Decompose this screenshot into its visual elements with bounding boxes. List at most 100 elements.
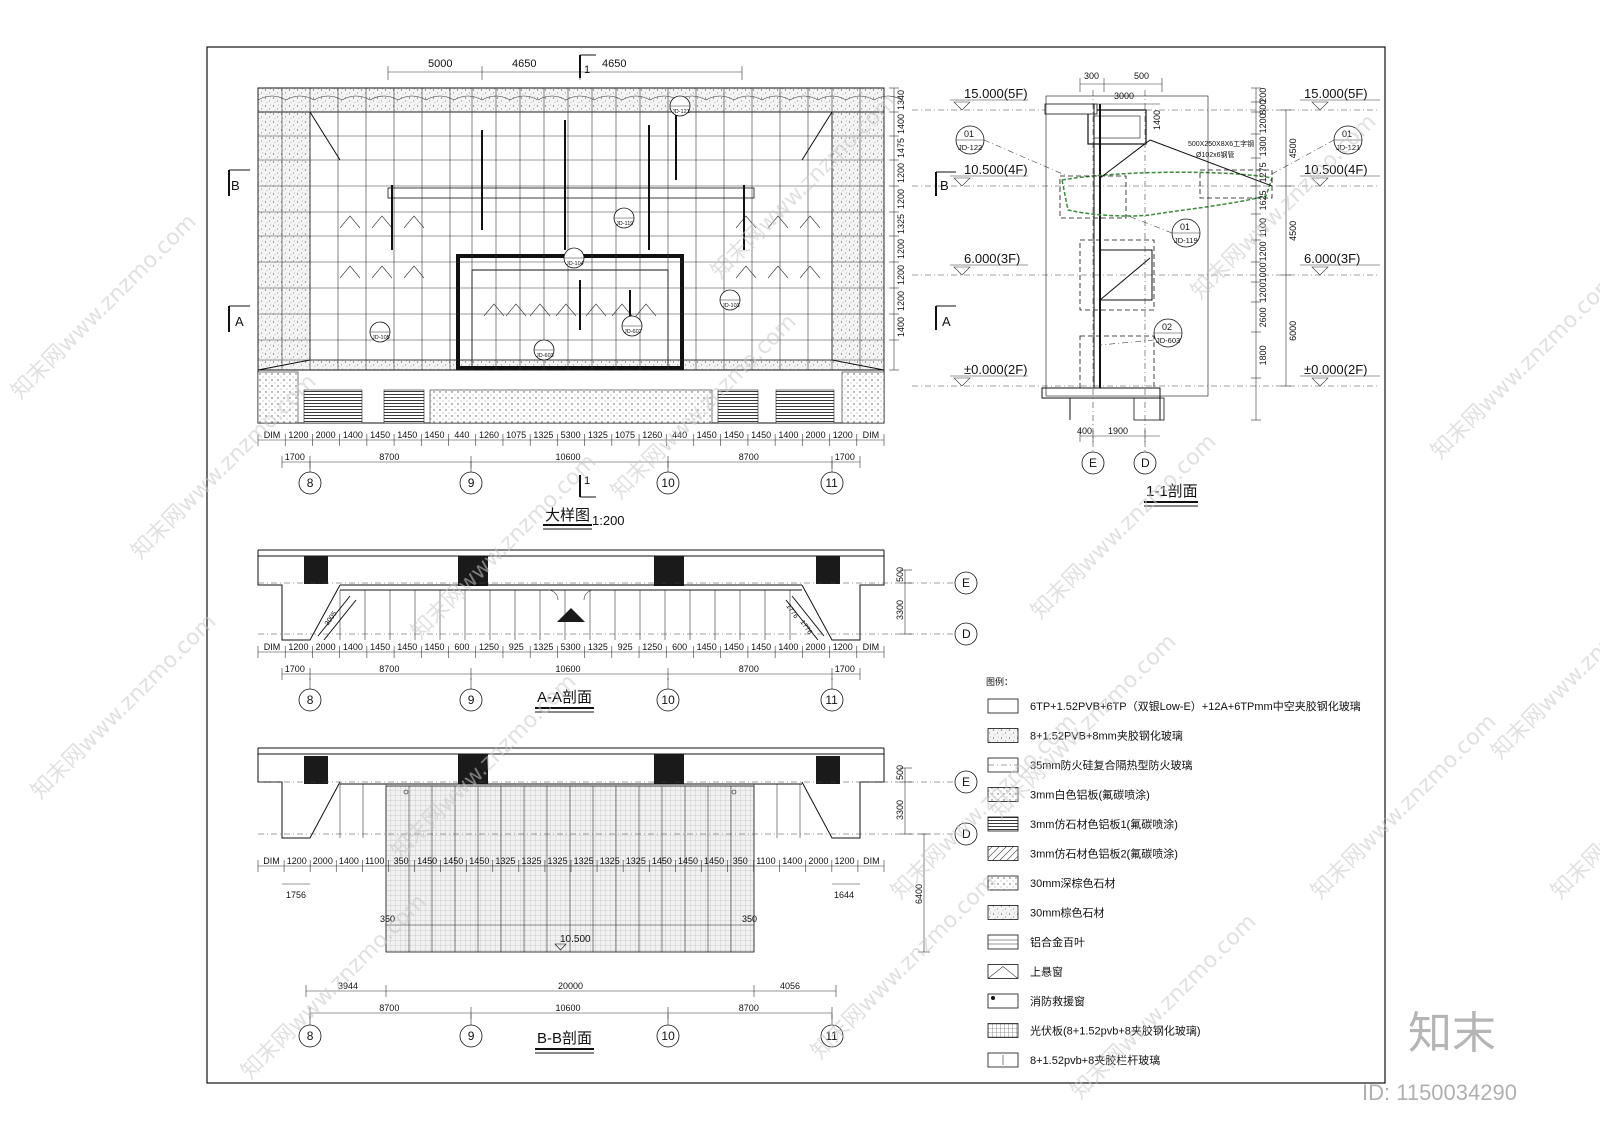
bb-canopy-dim-left: 350 xyxy=(380,914,395,924)
legend-item-label: 3mm仿石材色铝板1(氟碳喷涂) xyxy=(1030,817,1178,831)
legend-swatch xyxy=(987,728,1019,743)
elev-bottom-dim: 1075 xyxy=(615,430,635,440)
elev-bottom-dim: 1200 xyxy=(833,430,853,440)
aa-span-dim: 1700 xyxy=(285,664,305,674)
elev-span-dim: 10600 xyxy=(556,452,581,462)
elev-bottom-dim: DIM xyxy=(264,430,281,440)
bb-bottom-dim: DIM xyxy=(263,856,280,866)
aa-span-dim: 10600 xyxy=(556,664,581,674)
bb-bottom-dim: 2000 xyxy=(808,856,828,866)
bb-bottom-dim: 1100 xyxy=(365,856,384,866)
s11-axis-d: D xyxy=(1141,456,1150,470)
aa-axis: 9 xyxy=(468,693,475,707)
legend-swatch xyxy=(987,698,1019,714)
section-bb-title: B-B剖面 xyxy=(537,1030,592,1047)
s11-right-dim: 1200 xyxy=(1258,241,1268,261)
aa-bottom-dim: DIM xyxy=(863,642,880,652)
watermark-text: 知末网www.znzmo.com xyxy=(127,369,322,564)
bb-span-dim: 8700 xyxy=(379,1003,399,1013)
svg-text:01: 01 xyxy=(1342,129,1352,139)
aa-row-axis-e: E xyxy=(962,576,970,590)
section-bb-drawing: 10.500 350 350 xyxy=(257,747,955,953)
section-aa-drawing: 3005 1776 1776 xyxy=(257,549,955,641)
aa-span-dim: 1700 xyxy=(835,664,855,674)
section-11-top-dims: 300 500 3000 1400 500X250X8X6工字钢 Ø102x6钢… xyxy=(1079,71,1254,159)
s11-level-left: 15.000(5F) xyxy=(964,86,1028,101)
section-bb-right: 500 3300 6400 E D xyxy=(895,765,978,953)
elev-right-dim: 1400 xyxy=(896,317,906,337)
s11-tag-jd121: 01 JD-121 xyxy=(1269,125,1363,176)
elev-right-dim: 1200 xyxy=(896,189,906,209)
bb-upper-span-1: 3944 xyxy=(338,981,358,991)
bb-bottom-dim: 1325 xyxy=(600,856,620,866)
aa-axis: 11 xyxy=(825,693,838,707)
elevation-top-dims: 5000 4650 4650 1 xyxy=(387,54,743,80)
svg-text:JD-119: JD-119 xyxy=(1174,236,1198,245)
aa-bottom-dim: 1450 xyxy=(724,642,744,652)
legend-swatch xyxy=(987,846,1019,861)
elev-bottom-dim: 1260 xyxy=(479,430,499,440)
s11-cut-b: B xyxy=(940,178,949,193)
elev-bottom-dim: 1400 xyxy=(778,430,798,440)
bb-canopy-dim-right: 350 xyxy=(742,914,757,924)
bb-canopy-level: 10.500 xyxy=(560,934,591,945)
elev-axis: 8 xyxy=(307,476,314,490)
elev-bottom-dim: 1200 xyxy=(288,430,308,440)
elev-bottom-dim: 1075 xyxy=(506,430,526,440)
s11-axis-e: E xyxy=(1089,456,1097,470)
elevation-title-block: 1 大样图 1:200 xyxy=(543,475,625,530)
section-aa-title-block: A-A剖面 xyxy=(535,689,594,713)
bb-bottom-dim: 1400 xyxy=(782,856,802,866)
elev-bottom-dim: DIM xyxy=(863,430,880,440)
watermark-text: 知末网www.znzmo.com xyxy=(1027,429,1222,624)
bb-bottom-dim: 1100 xyxy=(756,856,775,866)
svg-text:01: 01 xyxy=(1180,222,1190,232)
legend-item-label: 8+1.52PVB+8mm夹胶钢化玻璃 xyxy=(1030,729,1183,743)
legend-swatch xyxy=(987,816,1019,832)
s11-level-left: 10.500(4F) xyxy=(964,162,1028,177)
section-bb-edge-dims: 1756 1644 xyxy=(282,883,860,900)
bb-bottom-dim: 1200 xyxy=(834,856,854,866)
elev-top-dim-3: 4650 xyxy=(602,58,626,70)
s11-inner-dim-1400: 1400 xyxy=(1152,110,1162,130)
bb-bottom-dim: DIM xyxy=(863,856,880,866)
legend-item-label: 8+1.52pvb+8夹胶栏杆玻璃 xyxy=(1030,1053,1160,1067)
section-11-title: 1-1剖面 xyxy=(1146,483,1198,500)
legend-swatch xyxy=(987,964,1019,979)
legend-swatch xyxy=(987,1023,1019,1038)
elev-top-dim-1: 5000 xyxy=(428,58,452,70)
section-bb-upper-span: 3944 20000 4056 xyxy=(305,981,837,997)
s11-tag-jd603: 02 JD-603 xyxy=(1099,318,1183,348)
aa-bottom-dim: 1450 xyxy=(751,642,771,652)
elev-span-dim: 1700 xyxy=(835,452,855,462)
svg-text:JD-121: JD-121 xyxy=(672,109,690,115)
elev-right-dim: 1200 xyxy=(896,291,906,311)
watermark-text: 知末网www.znzmo.com xyxy=(1547,709,1600,904)
aa-bottom-dim: 2000 xyxy=(316,642,336,652)
s11-right-dim: 1275 xyxy=(1258,162,1268,182)
bb-bottom-dim: 350 xyxy=(733,856,748,866)
svg-text:JD-603: JD-603 xyxy=(536,353,554,359)
bb-right-dim-3300: 3300 xyxy=(895,800,905,820)
elev-span-dim: 8700 xyxy=(739,452,759,462)
elev-detail-tag: JD-104 xyxy=(563,247,585,269)
bb-bottom-dim: 2000 xyxy=(313,856,333,866)
elev-detail-tag: JD-121 xyxy=(669,95,691,117)
svg-text:01: 01 xyxy=(964,129,974,139)
elev-right-dim: 1325 xyxy=(896,214,906,234)
legend-item-label: 6TP+1.52PVB+6TP（双银Low-E）+12A+6TPmm中空夹胶钢化… xyxy=(1030,699,1361,713)
svg-text:JD-105: JD-105 xyxy=(372,335,390,341)
elev-top-dim-2: 4650 xyxy=(512,58,536,70)
elev-bottom-dim: 1450 xyxy=(397,430,417,440)
s11-level-left: 6.000(3F) xyxy=(964,251,1020,266)
elev-bottom-dim: 1450 xyxy=(425,430,445,440)
elev-span-dim: 8700 xyxy=(379,452,399,462)
elev-bottom-dim: 5300 xyxy=(561,430,581,440)
legend-item-label: 上悬窗 xyxy=(1030,965,1063,979)
legend-item-label: 3mm白色铝板(氟碳喷涂) xyxy=(1030,788,1150,802)
